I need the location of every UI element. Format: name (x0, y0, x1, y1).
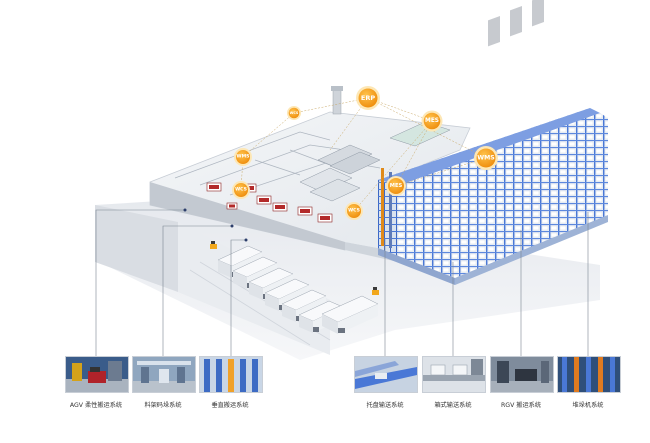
caption-agv: AGV 柔性搬运系统 (69, 402, 123, 409)
caption-vertical-transport: 垂直搬运系统 (211, 402, 249, 409)
badge-mes-top-label: MES (425, 118, 439, 124)
badge-wcs-top[interactable]: WCS (287, 106, 301, 120)
caption-pallet-conveyor: 托盘输送系统 (366, 402, 404, 409)
thumb-pallet-conveyor[interactable] (354, 356, 418, 393)
caption-rack-palletizing: 料架码垛系统 (144, 402, 182, 409)
badge-wms-main-label: WMS (477, 155, 494, 162)
thumb-rack-palletizing[interactable] (132, 356, 196, 393)
badge-wcs-left[interactable]: WCS (232, 181, 250, 199)
leader-lines (95, 208, 589, 356)
vertical-transport-photo (200, 357, 262, 392)
caption-rgv: RGV 搬运系统 (500, 402, 542, 409)
rgv-photo (491, 357, 553, 392)
caption-stacker-crane: 堆垛机系统 (572, 402, 604, 409)
badge-erp-label: ERP (361, 94, 375, 102)
truck-fleet (217, 245, 379, 334)
thumb-box-conveyor[interactable] (422, 356, 486, 393)
forklift (372, 287, 379, 295)
rack-palletizing-photo (133, 357, 195, 392)
vertical-lifts (381, 168, 392, 248)
stacker-crane-photo (558, 357, 620, 392)
control-tower (331, 86, 343, 115)
badge-wms-left-label: WMS (237, 154, 250, 160)
badge-erp[interactable]: ERP (356, 86, 380, 110)
agv-photo (66, 357, 128, 392)
badge-mes-rack-label: MES (390, 183, 403, 189)
badge-mes-rack[interactable]: MES (386, 176, 406, 196)
rack-watermark (488, 0, 544, 47)
badge-wcs-left-label: WCS (235, 187, 247, 193)
caption-box-conveyor: 箱式输送系统 (434, 402, 472, 409)
thumb-rgv[interactable] (490, 356, 554, 393)
thumb-agv[interactable] (65, 356, 129, 393)
truck (321, 295, 379, 334)
forklift (210, 241, 217, 249)
badge-mes-top[interactable]: MES (421, 110, 443, 132)
box-conveyor-photo (423, 357, 485, 392)
pallet-conveyor-photo (355, 357, 417, 392)
badge-wcs-mid[interactable]: WCS (345, 202, 363, 220)
badge-wms-main[interactable]: WMS (474, 146, 498, 170)
badge-wcs-top-label: WCS (290, 111, 299, 115)
thumb-vertical-transport[interactable] (199, 356, 263, 393)
thumb-stacker-crane[interactable] (557, 356, 621, 393)
badge-wcs-mid-label: WCS (348, 208, 360, 214)
badge-wms-left[interactable]: WMS (234, 148, 252, 166)
rack-warehouse (378, 0, 608, 285)
